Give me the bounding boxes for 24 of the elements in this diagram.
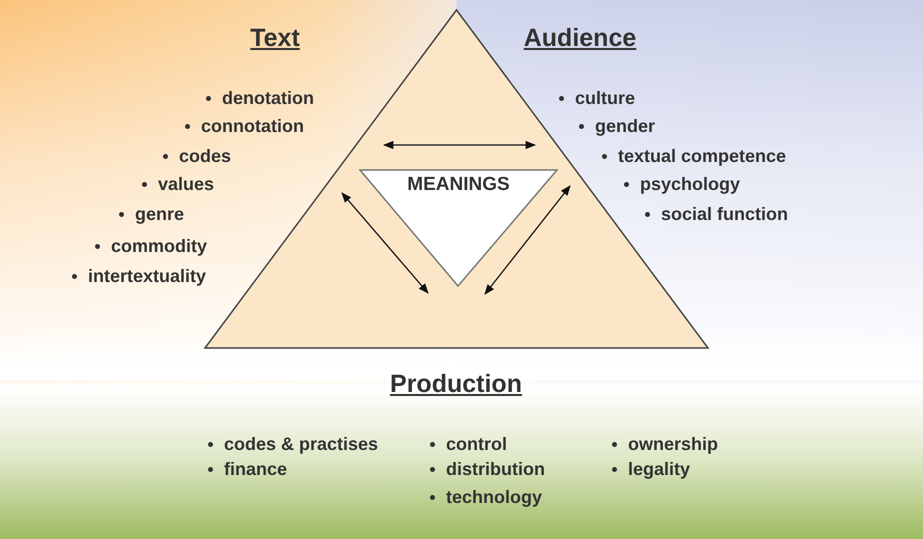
triangle-node [360,170,557,286]
list-item: denotation [222,87,314,109]
node-label: MEANINGS [407,174,510,196]
list-item: technology [446,486,542,508]
list-item: commodity [111,235,208,257]
list-item: intertextuality [88,265,206,287]
section-heading: Audience [524,23,636,53]
list-item: distribution [446,458,545,480]
list-item: finance [224,458,288,480]
list-item: textual competence [618,145,786,167]
list-item: culture [575,87,636,109]
list-item: codes [179,145,232,167]
section-heading: Text [250,23,300,53]
list-item: psychology [640,173,740,195]
list-item: values [158,173,214,195]
section-heading: Production [390,369,522,399]
list-item: social function [661,203,788,225]
list-item: codes & practises [224,433,378,455]
list-item: gender [595,115,656,137]
list-item: connotation [201,115,304,137]
list-item: legality [628,458,690,480]
list-item: control [446,433,507,455]
list-item: genre [135,203,184,225]
list-item: ownership [628,433,718,455]
